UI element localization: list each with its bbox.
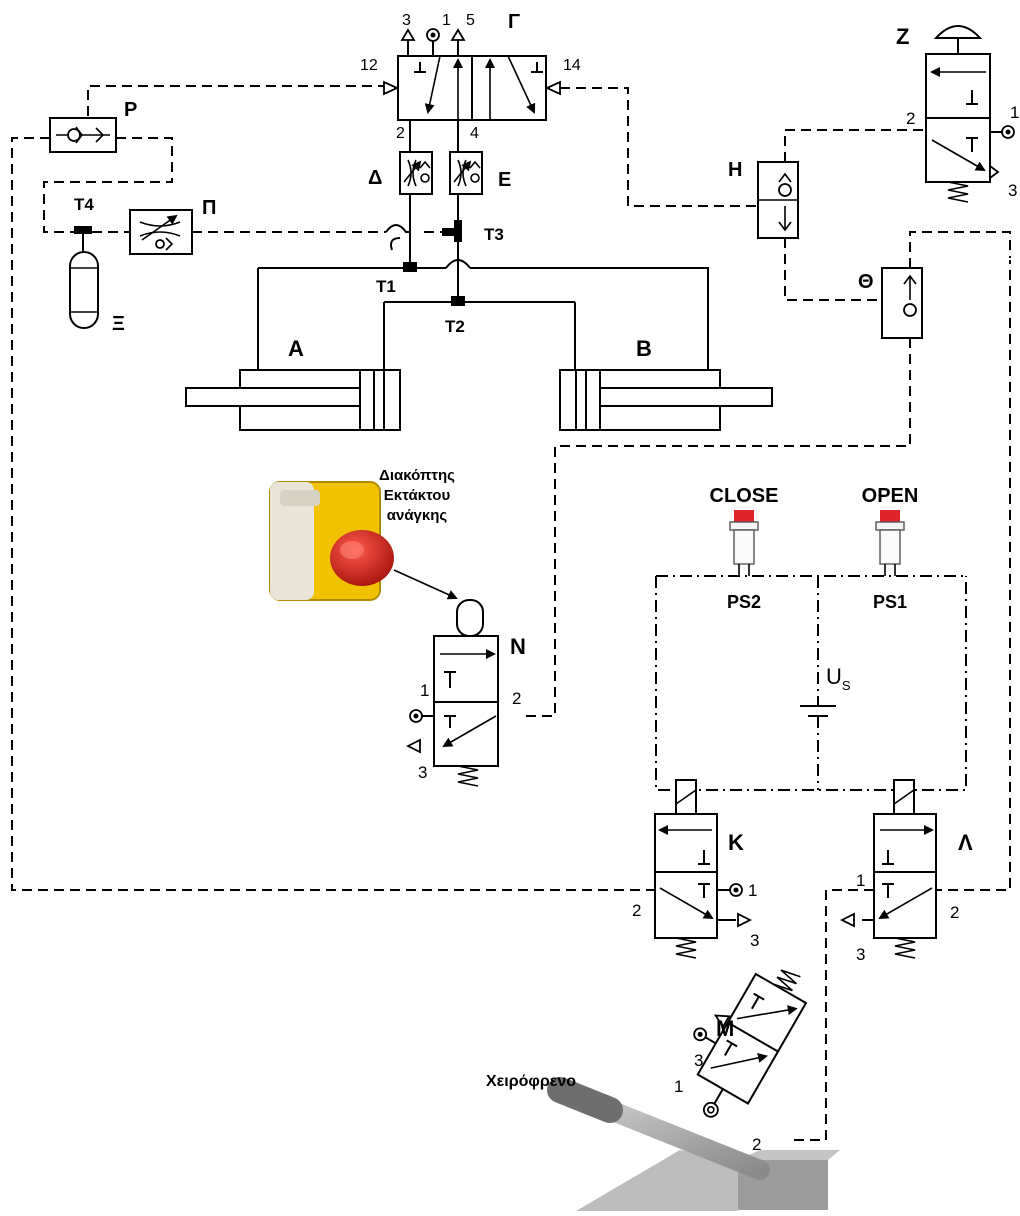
port-label: 1 [748,881,757,900]
shuttle-valve-h-label: Η [728,159,742,181]
port-label: 14 [563,57,581,74]
port-label: 4 [470,125,479,142]
throttle-delta-label: Δ [368,167,382,189]
throttle-e [449,120,483,268]
valve-k-label: Κ [728,830,744,855]
port-label: 2 [396,125,405,142]
shuttle-valve-theta-label: Θ [858,271,874,293]
valve-z [925,25,1015,203]
tee-3-label: T3 [484,225,504,244]
cylinder-b [559,369,773,431]
valve-lambda [839,779,937,959]
port-label: 2 [512,689,521,708]
handbrake-image [547,1077,840,1211]
throttle-pi-label: Π [202,197,216,219]
pushbutton-open[interactable] [875,510,905,576]
port-label: 1 [856,871,865,890]
emergency-label-line1: Διακόπτης [379,467,455,484]
electrical-circuit [655,575,967,791]
valve-n-label: N [510,634,526,659]
valve-gamma-label: Γ [508,11,520,33]
ps2-label: PS2 [727,592,761,612]
open-label: OPEN [862,485,919,507]
port-label: 3 [694,1051,703,1070]
port-label: 1 [674,1077,683,1096]
port-label: 3 [402,12,411,29]
port-label: 2 [950,903,959,922]
valve-k [654,779,753,959]
tee-4-label: T4 [74,195,94,214]
port-label: 2 [906,109,915,128]
port-label: 1 [420,681,429,700]
close-label: CLOSE [710,485,779,507]
reservoir-xi [69,226,99,329]
port-label: 1 [1010,103,1019,122]
throttle-pi [129,209,193,255]
tee-2-label: T2 [445,317,465,336]
port-label: 3 [1008,181,1017,200]
port-label: 3 [418,763,427,782]
reservoir-xi-label: Ξ [112,313,125,335]
port-label: 2 [632,901,641,920]
valve-m-label: M [716,1016,734,1041]
ps1-label: PS1 [873,592,907,612]
check-valve-p-label: Ρ [124,99,137,121]
us-label: US [826,664,851,693]
valve-m [693,969,808,1118]
emergency-label-line2: Εκτάκτου [384,487,451,504]
valve-gamma [383,28,561,121]
port-label: 3 [750,931,759,950]
cylinder-a-label: A [288,336,304,361]
handbrake-label: Χειρόφρενο [486,1073,576,1090]
shuttle-valve-theta [881,267,923,339]
valve-lambda-label: Λ [958,830,973,855]
shuttle-valve-h [757,161,799,239]
throttle-delta [399,120,433,248]
port-label: 3 [856,945,865,964]
port-label: 12 [360,57,378,74]
port-label: 5 [466,12,475,29]
pilot-lines [11,85,1011,1141]
emergency-stop-image [269,481,394,601]
emergency-label-line3: ανάγκης [387,507,448,524]
valve-n [405,599,499,787]
pushbutton-close[interactable] [729,510,759,576]
port-label: 2 [752,1135,761,1154]
piping [192,220,709,370]
valve-z-label: Z [896,24,909,49]
cylinder-b-label: B [636,336,652,361]
cylinder-a [185,369,401,431]
throttle-e-label: Ε [498,169,511,191]
check-valve-p [49,117,117,153]
valve-gamma-labels: 3 1 5 Γ 12 14 2 4 [360,11,581,142]
tee-1-label: T1 [376,277,396,296]
port-label: 1 [442,12,451,29]
